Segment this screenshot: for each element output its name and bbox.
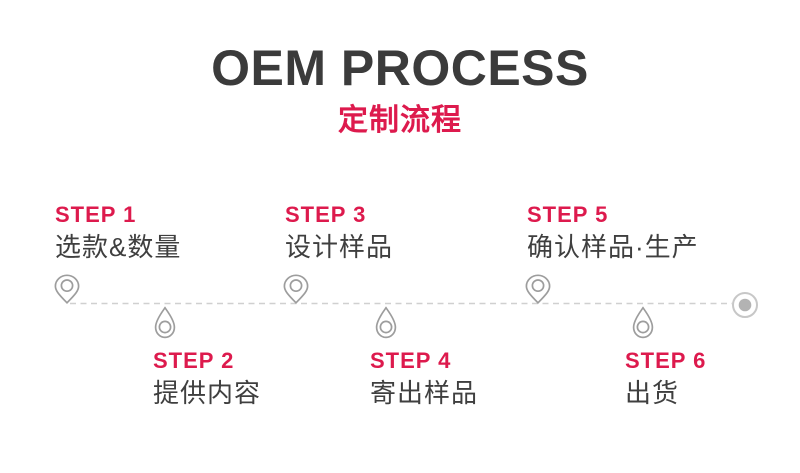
map-pin-icon [525,274,551,304]
step-3-label: STEP 3 [285,202,367,227]
endpoint-bullseye-icon [732,292,758,318]
step-block-2: STEP 2 提供内容 [153,348,261,408]
step-5-text: 确认样品·生产 [527,232,699,262]
step-block-1: STEP 1 选款&数量 [55,202,181,262]
step-6-label: STEP 6 [625,348,707,373]
step-2-label: STEP 2 [153,348,235,373]
step-6-text: 出货 [625,378,680,408]
step-4-text: 寄出样品 [370,378,479,408]
step-block-3: STEP 3 设计样品 [285,202,393,262]
step-4-label: STEP 4 [370,348,452,373]
step-1-text: 选款&数量 [55,232,182,262]
step-block-4: STEP 4 寄出样品 [370,348,478,408]
dashed-timeline [70,302,732,305]
step-block-6: STEP 6 出货 [625,348,706,408]
step-block-5: STEP 5 确认样品·生产 [527,202,699,262]
step-3-text: 设计样品 [285,232,394,262]
drop-pin-icon [632,306,654,339]
drop-pin-icon [154,306,176,339]
page-subtitle: 定制流程 [338,104,462,137]
page-title: OEM PROCESS [211,40,589,96]
step-2-text: 提供内容 [153,378,262,408]
map-pin-icon [283,274,309,304]
step-1-label: STEP 1 [55,202,137,227]
drop-pin-icon [375,306,397,339]
step-5-label: STEP 5 [527,202,609,227]
map-pin-icon [54,274,80,304]
